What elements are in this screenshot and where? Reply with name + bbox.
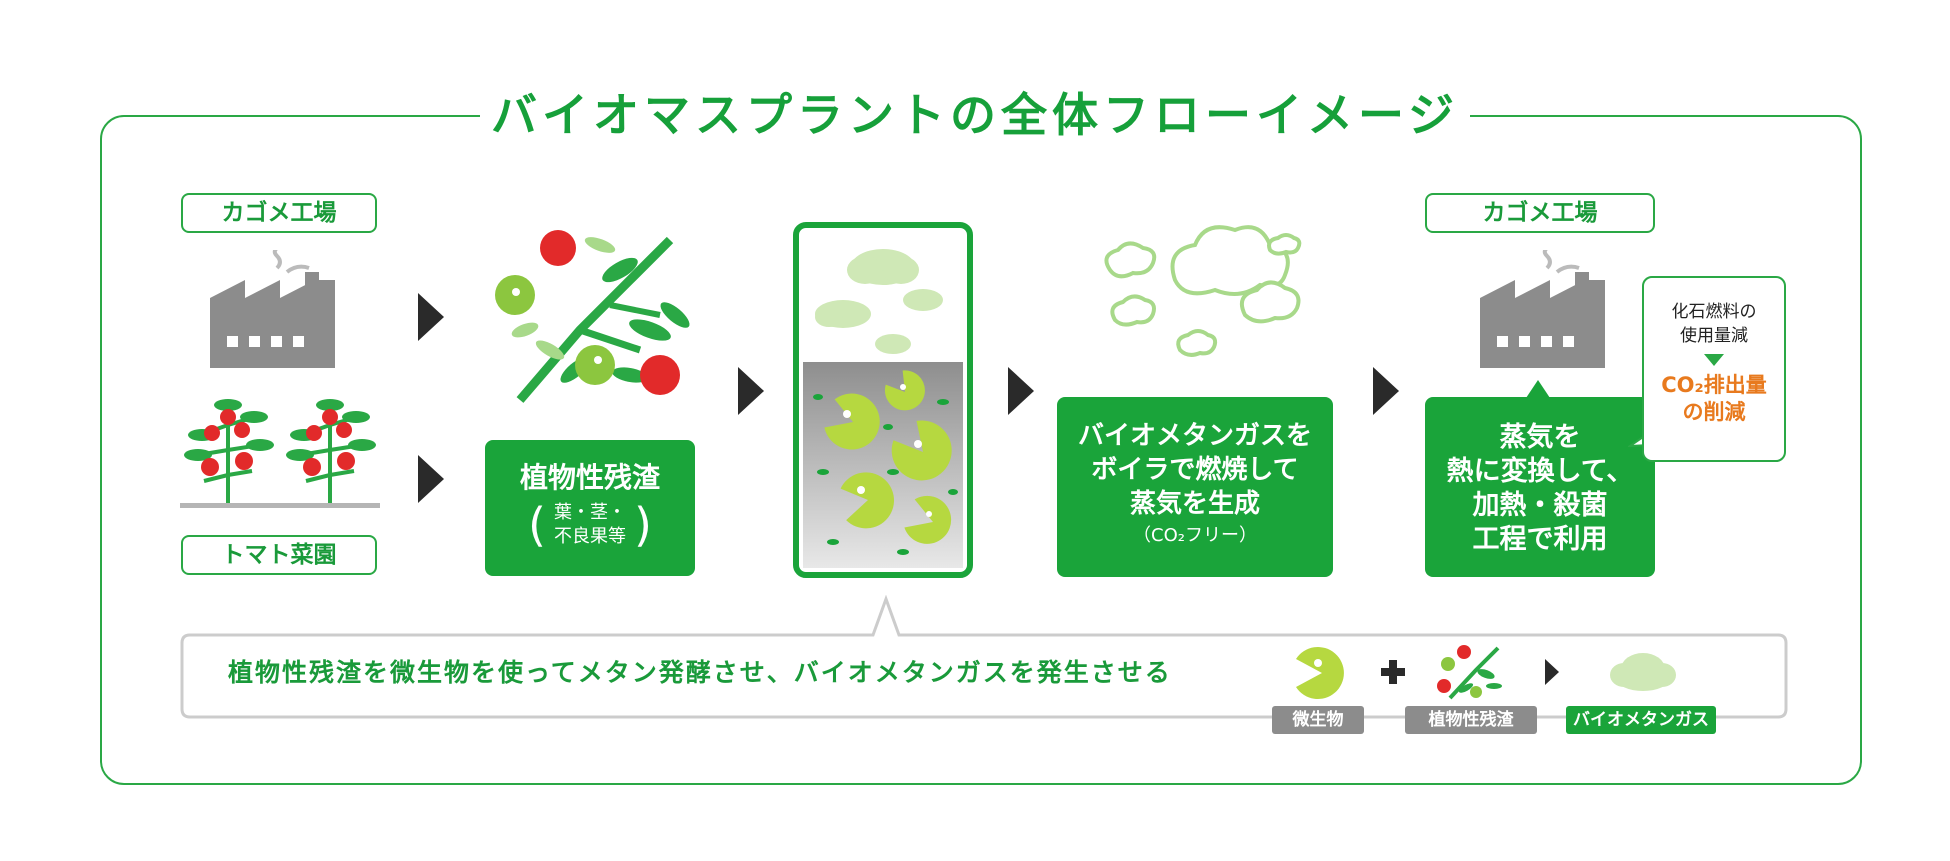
- note-line1: 化石燃料の: [1671, 302, 1757, 322]
- methane-digester-tank: [793, 222, 973, 578]
- bottom-description: 植物性残渣を微生物を使ってメタン発酵させ、バイオメタンガスを発生させる: [228, 658, 1172, 687]
- co2-reduction-note: 化石燃料の 使用量減 CO₂排出量 の削減: [1642, 276, 1786, 462]
- residue-title: 植物性残渣: [519, 461, 660, 494]
- residue-sub-line2: 不良果等: [554, 526, 626, 547]
- pointer-up-triangle: [1526, 380, 1550, 398]
- tag-residue: 植物性残渣: [1405, 706, 1537, 734]
- microbe-icon: [1292, 645, 1352, 701]
- diagram-title: バイオマスプラントの全体フローイメージ: [480, 80, 1470, 150]
- label-factory-right: カゴメ工場: [1425, 193, 1655, 233]
- biogas-combustion-box: バイオメタンガスを ボイラで燃焼して 蒸気を生成 （CO₂フリー）: [1057, 397, 1333, 577]
- steam-usage-box: 蒸気を 熱に変換して、 加熱・殺菌 工程で利用: [1425, 397, 1655, 577]
- biogas-line3: 蒸気を生成: [1129, 489, 1260, 519]
- note-down-arrow: [1704, 354, 1724, 366]
- flow-arrow-factory: [418, 293, 444, 341]
- residue-mini-icon: [1436, 642, 1506, 702]
- flow-arrow-residue: [738, 367, 764, 415]
- biogas-line1: バイオメタンガスを: [1077, 421, 1312, 451]
- tag-biogas: バイオメタンガス: [1566, 706, 1716, 734]
- biogas-line2: ボイラで燃焼して: [1091, 455, 1299, 485]
- bottom-flow-arrow: [1545, 659, 1559, 685]
- residue-box: 植物性残渣 ( 葉・茎・ 不良果等 ): [485, 440, 695, 576]
- plus-icon: [1380, 659, 1406, 685]
- steam-line3: 加熱・殺菌: [1472, 490, 1608, 521]
- plant-residue-illustration: [480, 220, 700, 420]
- flow-arrow-biogas: [1373, 367, 1399, 415]
- factory-icon: [205, 250, 340, 370]
- flow-arrow-farm: [418, 455, 444, 503]
- tag-microbe: 微生物: [1272, 706, 1364, 734]
- biogas-cloud-icon: [1608, 645, 1678, 695]
- tomato-plants-icon: [180, 395, 380, 515]
- steam-line2: 熱に変換して、: [1446, 456, 1634, 487]
- steam-line4: 工程で利用: [1472, 524, 1608, 555]
- factory-icon-right: [1475, 250, 1610, 370]
- residue-sub-line1: 葉・茎・: [554, 502, 626, 523]
- label-farm: トマト菜園: [181, 535, 377, 575]
- paren-right: ): [634, 498, 652, 552]
- flow-arrow-tank: [1008, 367, 1034, 415]
- note-line2: 使用量減: [1680, 326, 1748, 346]
- paren-left: (: [528, 498, 546, 552]
- steam-clouds-icon: [1095, 210, 1315, 380]
- note-line3: CO₂排出量: [1661, 373, 1767, 397]
- steam-line1: 蒸気を: [1499, 422, 1581, 453]
- biogas-line4: （CO₂フリー）: [1133, 525, 1257, 546]
- label-factory-left: カゴメ工場: [181, 193, 377, 233]
- note-line4: の削減: [1682, 400, 1746, 424]
- bottom-callout-frame: [178, 595, 1790, 725]
